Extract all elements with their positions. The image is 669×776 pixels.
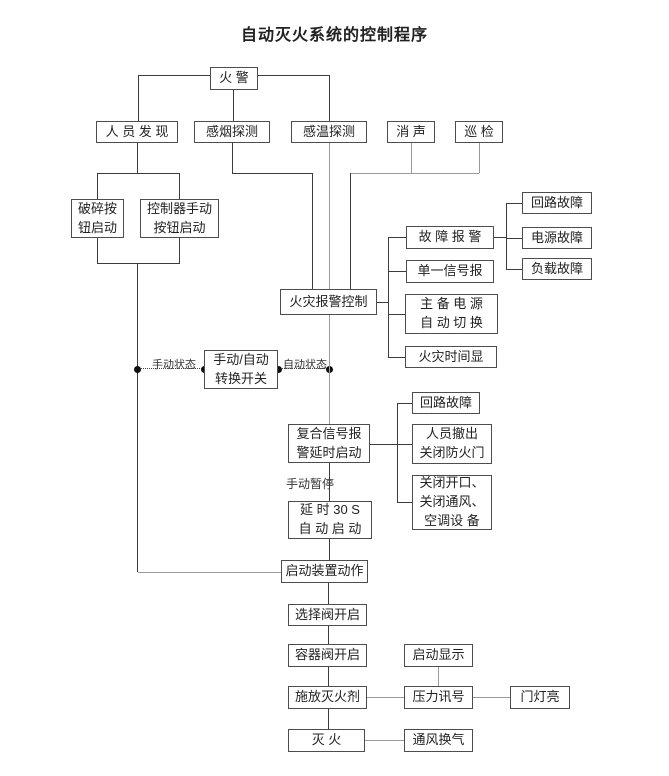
connector-line <box>232 143 233 173</box>
connector-line <box>479 143 480 173</box>
node-extinguish: 灭 火 <box>288 729 365 752</box>
connector-line <box>473 697 510 698</box>
connector-line <box>97 173 180 174</box>
connector-line <box>138 75 210 76</box>
node-pressure-signal: 压力讯号 <box>404 686 473 709</box>
node-fire-time-display: 火灾时间显 <box>405 346 497 368</box>
node-loop-fault-1: 回路故障 <box>522 192 592 214</box>
connector-line <box>388 237 406 238</box>
connector-line <box>179 173 180 199</box>
node-manual-auto-switch: 手动/自动 转换开关 <box>204 350 278 389</box>
connector-line <box>506 269 522 270</box>
node-start-display: 启动显示 <box>404 644 473 667</box>
connector-line <box>377 302 388 303</box>
node-break-button: 破碎按 钮启动 <box>71 199 124 238</box>
node-single-signal: 单一信号报 <box>406 260 494 283</box>
node-evacuate: 人员撤出 关闭防火门 <box>412 424 492 464</box>
connector-line <box>312 173 313 289</box>
connector-line <box>328 667 329 686</box>
connector-line <box>388 314 405 315</box>
connector-line <box>329 539 330 560</box>
connector-line <box>137 263 138 572</box>
node-start-device: 启动装置动作 <box>281 560 368 583</box>
connector-line <box>388 237 389 357</box>
node-main-backup-power: 主 备 电 源 自 动 切 换 <box>405 294 498 334</box>
label-manual-state: 手动状态 <box>152 359 196 371</box>
connector-line <box>97 263 180 264</box>
connector-line <box>329 463 330 501</box>
connector-line <box>328 709 329 729</box>
connector-line <box>388 271 406 272</box>
node-smoke-detect: 感烟探测 <box>194 121 270 143</box>
connector-line <box>350 173 479 174</box>
node-controller-manual: 控制器手动 按钮启动 <box>140 199 219 238</box>
connector-line <box>232 173 312 174</box>
connector-line <box>411 143 412 173</box>
connector-line <box>370 444 412 445</box>
connector-line <box>397 403 412 404</box>
node-fire-alarm-control: 火灾报警控制 <box>280 289 377 315</box>
junction-dot <box>275 366 282 373</box>
connector-line <box>233 90 234 121</box>
node-personnel-found: 人 员 发 现 <box>96 121 178 143</box>
connector-line <box>97 173 98 199</box>
node-heat-detect: 感温探测 <box>291 121 367 143</box>
connector-line <box>350 173 351 289</box>
connector-line <box>367 697 404 698</box>
junction-dot <box>134 366 141 373</box>
connector-line <box>329 75 330 121</box>
connector-line <box>137 143 138 173</box>
node-fire-alarm: 火 警 <box>210 67 258 90</box>
node-composite-signal: 复合信号报 警延时启动 <box>288 424 370 463</box>
node-silence: 消 声 <box>387 121 435 143</box>
label-manual-pause: 手动暂停 <box>286 477 335 491</box>
node-close-openings: 关闭开口、 关闭通风、 空调设 备 <box>412 475 492 530</box>
connector-line <box>138 572 281 573</box>
node-power-fault: 电源故障 <box>522 227 592 249</box>
dotted-connector-line <box>278 368 329 369</box>
connector-line <box>397 403 398 502</box>
node-release-agent: 施放灭火剂 <box>288 686 367 709</box>
connector-line <box>506 203 507 269</box>
node-fault-alarm: 故 障 报 警 <box>406 226 494 249</box>
connector-line <box>506 238 522 239</box>
connector-line <box>328 626 329 644</box>
connector-line <box>138 75 139 121</box>
node-ventilation: 通风换气 <box>404 729 473 752</box>
connector-line <box>397 502 412 503</box>
connector-line <box>388 357 405 358</box>
node-patrol: 巡 检 <box>455 121 503 143</box>
connector-line <box>329 315 330 424</box>
node-door-light: 门灯亮 <box>510 686 570 709</box>
connector-line <box>258 75 329 76</box>
connector-line <box>365 740 405 741</box>
node-loop-fault-2: 回路故障 <box>412 392 480 414</box>
connector-line <box>328 583 329 604</box>
connector-line <box>179 238 180 263</box>
node-container-valve: 容器阀开启 <box>288 644 367 667</box>
connector-line <box>506 203 522 204</box>
dotted-connector-line <box>141 368 204 369</box>
connector-line <box>97 238 98 263</box>
node-delay-30s: 延 时 30 S 自 动 启 动 <box>288 501 372 539</box>
connector-line <box>329 143 330 289</box>
node-selector-valve: 选择阀开启 <box>288 604 367 626</box>
node-load-fault: 负载故障 <box>522 258 592 280</box>
connector-line <box>494 237 506 238</box>
connector-line <box>438 667 439 686</box>
label-auto-state: 自动状态 <box>283 359 327 371</box>
page-title: 自动灭火系统的控制程序 <box>240 27 428 44</box>
